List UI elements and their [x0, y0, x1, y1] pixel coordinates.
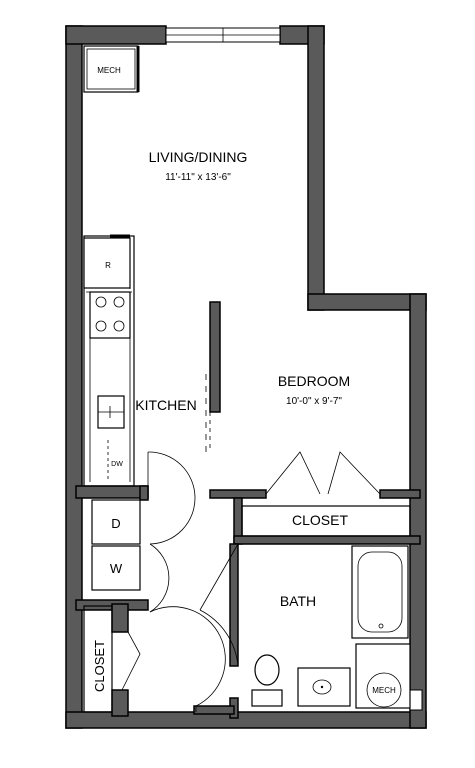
wall-bedroom-bottom-left — [209, 489, 267, 499]
bedroom-closet: CLOSET — [241, 451, 411, 537]
hall-closet-label: CLOSET — [92, 640, 107, 692]
closet-door-left — [265, 451, 321, 495]
bath-fixtures: MECH — [199, 543, 411, 709]
living-room-name: LIVING/DINING — [149, 149, 248, 165]
entry-door-swing — [149, 606, 226, 707]
wall-bath-bottom-stub — [193, 705, 235, 715]
wall-right-lower — [409, 293, 427, 729]
wall-top-left — [65, 25, 167, 45]
living-room-dims: 11'-11" x 13'-6" — [165, 172, 231, 183]
wall-closet-bottom — [233, 535, 421, 545]
dryer — [91, 499, 141, 545]
mech-closet-bath — [355, 643, 411, 709]
bathtub — [351, 545, 409, 639]
wall-bedroom-bottom-right — [379, 489, 421, 499]
laundry-door-lower — [149, 543, 170, 613]
bedroom-dims: 10'-0" x 9'-7" — [286, 396, 342, 407]
wall-bath-left — [229, 543, 239, 667]
wall-right-upper — [307, 25, 325, 311]
kitchen-name: KITCHEN — [135, 397, 196, 413]
refrigerator-label: R — [105, 261, 111, 270]
wall-closet-hall-bottom — [111, 689, 129, 717]
wall-laundry-top-stub — [139, 485, 149, 501]
wall-closet-hall-top — [111, 603, 129, 633]
washer-label: W — [110, 561, 123, 576]
exterior-walls — [65, 25, 427, 729]
wall-laundry-top — [75, 485, 149, 499]
dishwasher-label: DW — [111, 461, 123, 468]
range — [89, 291, 131, 339]
mech-closet-top: MECH — [83, 45, 140, 93]
laundry: D W — [91, 451, 196, 613]
vanity — [297, 667, 351, 707]
bath-door — [199, 543, 239, 611]
mech-top-label: MECH — [97, 66, 121, 75]
wall-bedroom-left — [209, 301, 221, 413]
closet-door-right — [327, 451, 381, 495]
kitchen-counter: R DW — [83, 234, 135, 487]
hall-closet-door — [121, 631, 141, 691]
dryer-label: D — [111, 516, 120, 531]
bedroom-closet-label: CLOSET — [292, 512, 348, 528]
bedroom-name: BEDROOM — [278, 373, 350, 389]
mech-bath-label: MECH — [372, 686, 396, 695]
wall-left — [65, 25, 83, 729]
refrigerator — [83, 237, 131, 289]
laundry-door-upper — [147, 451, 196, 545]
toilet — [251, 654, 283, 707]
wall-step — [307, 293, 427, 311]
hall-closet: CLOSET — [83, 605, 141, 713]
bath-name: BATH — [280, 593, 316, 609]
washer — [91, 545, 141, 591]
